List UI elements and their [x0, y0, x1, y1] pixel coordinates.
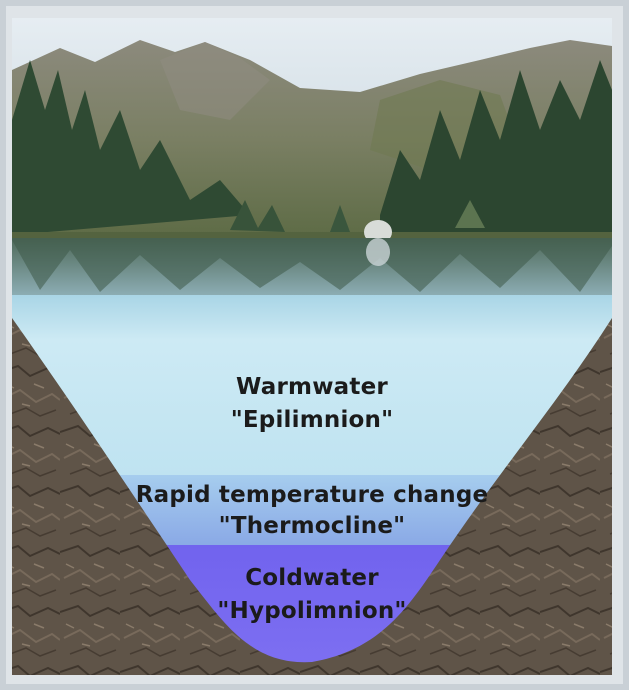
epilimnion-label-line2: "Epilimnion" — [231, 407, 394, 433]
tree-reflection — [12, 238, 612, 292]
thermocline-label-line1: Rapid temperature change — [136, 482, 489, 508]
hypolimnion-label-line2: "Hypolimnion" — [217, 598, 406, 624]
forest — [12, 60, 612, 235]
boulder-reflection — [366, 238, 390, 266]
thermocline-label-line2: "Thermocline" — [219, 513, 406, 539]
hypolimnion-label-line1: Coldwater — [245, 565, 379, 591]
shoreline — [12, 232, 612, 238]
mountain-peak — [160, 42, 270, 120]
epilimnion-label-line1: Warmwater — [236, 374, 388, 400]
epilimnion-layer — [12, 295, 612, 475]
